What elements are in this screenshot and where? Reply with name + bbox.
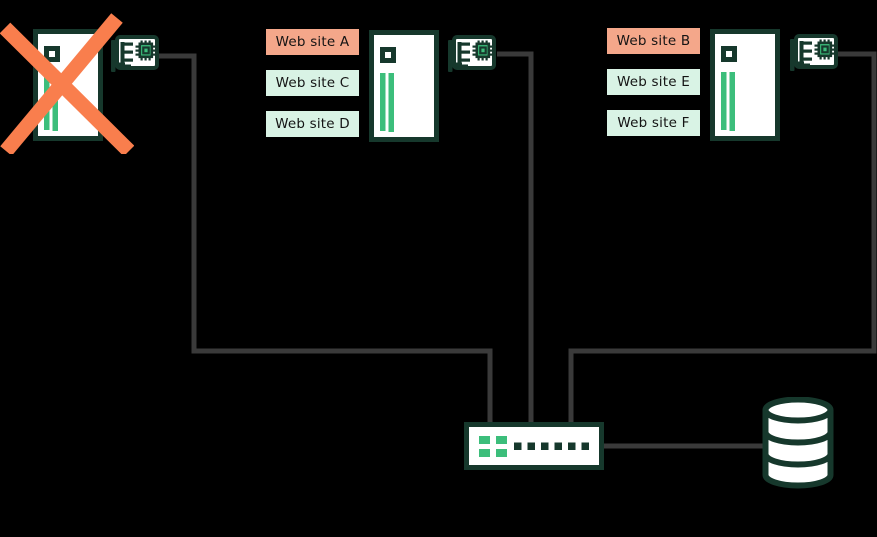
web-site-d-label: Web site D xyxy=(266,111,359,137)
wire-server-2-to-switch xyxy=(497,51,534,424)
network-card-icon xyxy=(448,35,496,72)
chip-icon xyxy=(814,39,835,60)
chip-icon xyxy=(472,40,493,61)
network-card-icon xyxy=(790,34,838,71)
network-switch-icon xyxy=(464,422,604,470)
database-icon xyxy=(762,397,834,489)
web-site-a-label: Web site A xyxy=(266,29,359,55)
web-site-b-label: Web site B xyxy=(607,28,700,54)
wire-failed-server-to-switch xyxy=(159,53,493,424)
server-icon xyxy=(369,30,439,142)
web-site-e-label: Web site E xyxy=(607,69,700,95)
chip-icon xyxy=(135,40,156,61)
web-site-c-label: Web site C xyxy=(266,70,359,96)
failure-cross-icon xyxy=(0,13,134,154)
server-icon xyxy=(710,29,780,141)
web-site-f-label: Web site F xyxy=(607,110,700,136)
failed-server-group xyxy=(0,0,165,160)
wire-server-3-to-switch xyxy=(568,51,877,424)
network-card-icon xyxy=(111,35,159,72)
